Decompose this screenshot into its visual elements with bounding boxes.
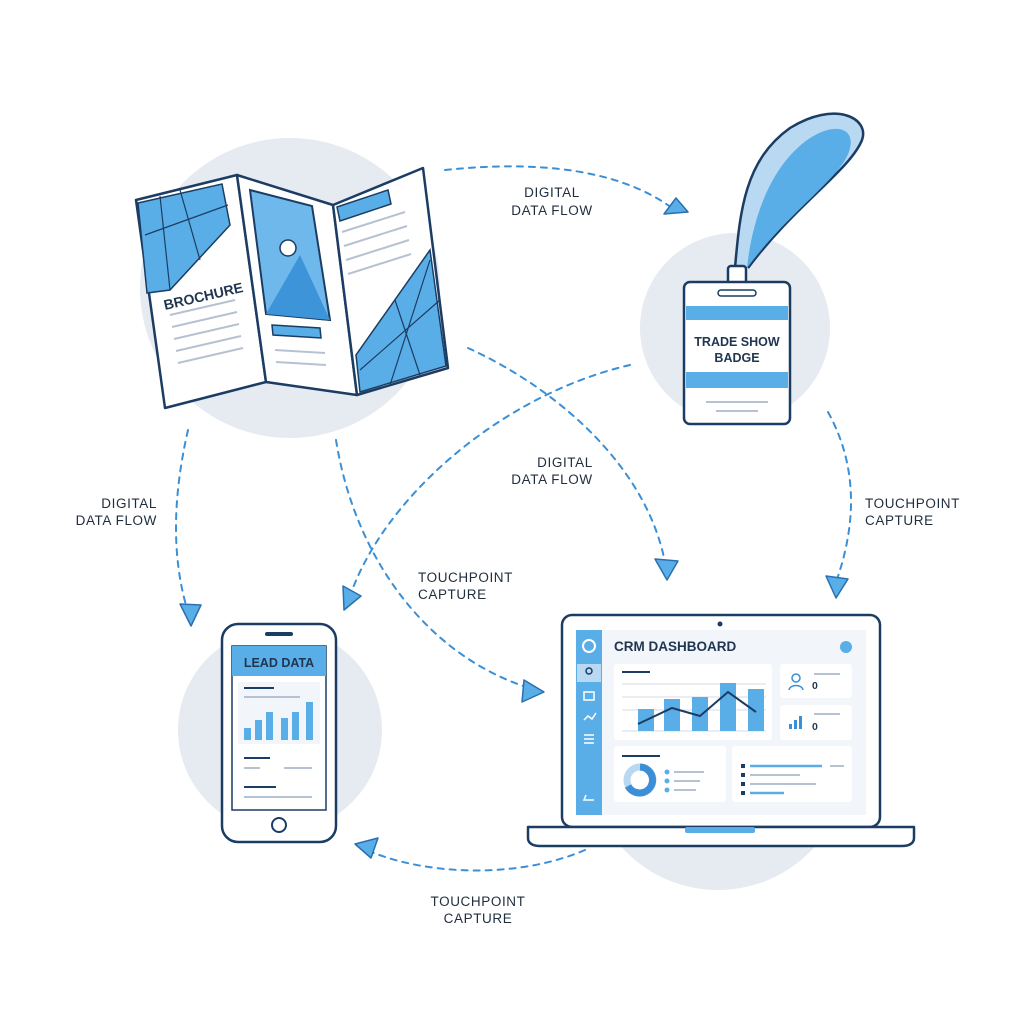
laptop-camera	[717, 621, 723, 627]
brochure-pattern-lines	[144, 189, 229, 291]
flow-label-laptop-to-phone: TOUCHPOINT CAPTURE	[430, 894, 525, 926]
crm-trend-line	[637, 690, 757, 725]
brochure-image-mountain	[266, 255, 330, 320]
flow-label-line1: DIGITAL	[101, 496, 157, 511]
phone-illustration: LEAD DATA	[220, 622, 338, 844]
crm-donut-legend	[664, 769, 670, 793]
flow-label-brochure-to-phone: DIGITAL DATA FLOW	[76, 496, 157, 528]
connector-brochure-to-laptop	[335, 439, 537, 691]
flow-label-line1: DIGITAL	[537, 455, 593, 470]
crm-stat-card-1	[780, 664, 852, 698]
flow-label-line2: CAPTURE	[418, 587, 487, 602]
flow-label-line2: DATA FLOW	[511, 203, 592, 218]
arrowhead-to-laptop-top	[654, 558, 679, 581]
flow-label-badge-to-laptop: TOUCHPOINT CAPTURE	[865, 496, 960, 528]
arrowhead-to-laptop-left	[521, 679, 545, 703]
crm-stat-1-value: 0	[812, 680, 818, 692]
flow-label-line2: CAPTURE	[865, 513, 934, 528]
laptop-trackpad-notch	[685, 827, 755, 833]
flow-label-brochure-to-badge: DIGITAL DATA FLOW	[511, 185, 592, 218]
brochure-center-bar	[271, 324, 322, 339]
brochure-illustration: BROCHURE	[134, 166, 450, 410]
phone-text-lines	[244, 696, 312, 798]
brochure-pattern-lines-br	[359, 259, 441, 386]
flow-label-line2: DATA FLOW	[511, 472, 592, 487]
arrowheads	[179, 197, 849, 859]
arrowhead-to-laptop-right	[825, 575, 849, 599]
brochure-text-lines	[169, 211, 412, 366]
crm-sidebar	[576, 630, 602, 815]
phone-card-headers	[244, 687, 276, 788]
badge-bottom-stripe	[686, 372, 788, 388]
flow-label-line2: CAPTURE	[444, 911, 513, 926]
brochure-pattern-topleft	[137, 183, 231, 294]
phone-header-bar	[232, 646, 326, 676]
flow-label-center: DIGITAL DATA FLOW	[511, 455, 593, 487]
crm-stat-2-value: 0	[812, 721, 818, 733]
badge-label-line1: TRADE SHOW	[694, 335, 780, 349]
phone-title: LEAD DATA	[244, 656, 314, 670]
flow-label-line1: TOUCHPOINT	[418, 570, 513, 585]
arrowhead-to-phone-right	[342, 585, 362, 611]
phone-bar-chart	[244, 702, 313, 740]
flow-label-line1: TOUCHPOINT	[865, 496, 960, 511]
flow-label-line1: TOUCHPOINT	[430, 894, 525, 909]
flow-labels: DIGITAL DATA FLOW DIGITAL DATA FLOW DIGI…	[76, 185, 960, 926]
brochure-right-headerbar	[336, 189, 392, 222]
phone-home-button	[271, 817, 287, 833]
flow-label-line2: DATA FLOW	[76, 513, 157, 528]
connector-brochure-to-phone	[175, 429, 189, 613]
crm-donut-card	[614, 746, 726, 802]
crm-sync-icon	[582, 639, 596, 653]
laptop-base	[526, 825, 916, 848]
crm-contacts-icon	[585, 667, 593, 675]
badge-top-stripe	[686, 306, 788, 320]
crm-sidebar-icons	[582, 691, 597, 801]
connector-badge-to-phone	[347, 364, 631, 603]
crm-list-rows	[741, 764, 844, 795]
flow-connectors	[175, 165, 852, 872]
flow-label-brochure-to-laptop: TOUCHPOINT CAPTURE	[418, 570, 513, 602]
lanyard-strap-inner	[747, 128, 851, 268]
flow-label-line1: DIGITAL	[524, 185, 580, 200]
connector-badge-to-laptop	[827, 411, 852, 586]
arrowhead-to-badge	[663, 197, 689, 215]
brochure-pattern-bottomright	[355, 248, 447, 393]
crm-sidebar-active	[577, 664, 601, 682]
connector-laptop-to-phone	[361, 847, 586, 872]
badge-slot	[717, 289, 757, 297]
arrowhead-to-phone-left	[179, 603, 202, 627]
laptop-illustration: CRM DASHBOARD 0 0	[526, 613, 916, 848]
phone-speaker	[265, 632, 293, 636]
arrowhead-to-phone-bottom	[354, 837, 379, 859]
crm-mini-bars-icon	[789, 716, 802, 729]
trade-show-badge-illustration: TRADE SHOW BADGE	[682, 112, 865, 426]
crm-user-avatar	[840, 641, 852, 653]
brochure-image-sun	[279, 239, 297, 257]
connector-brochure-to-badge	[444, 165, 673, 209]
crm-title: CRM DASHBOARD	[614, 639, 736, 654]
crm-donut-legend-lines	[674, 771, 704, 791]
crm-add-user-icon	[791, 673, 801, 683]
badge-text-lines	[706, 401, 768, 412]
connector-brochure-to-laptop-long	[467, 347, 667, 569]
badge-label-line2: BADGE	[714, 351, 759, 365]
